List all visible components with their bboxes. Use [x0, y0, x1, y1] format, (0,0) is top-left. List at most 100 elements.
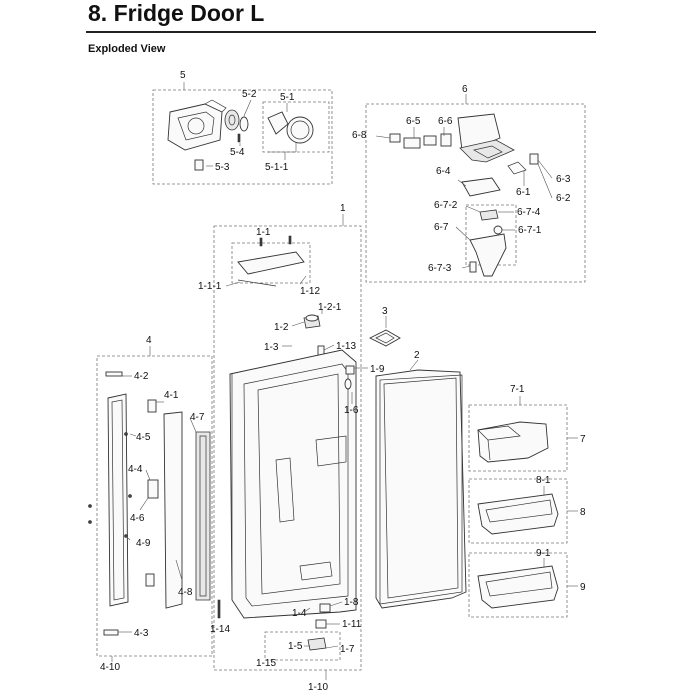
label-1-13: 1-13 [336, 341, 356, 352]
label-6-2: 6-2 [556, 193, 571, 204]
label-1-7: 1-7 [340, 644, 355, 655]
label-1-5: 1-5 [288, 641, 303, 652]
label-2: 2 [414, 350, 420, 361]
label-4-5: 4-5 [136, 432, 151, 443]
door-gasket-part [375, 369, 467, 609]
assembly-6 [365, 94, 586, 283]
plate-6-5-part [403, 137, 421, 149]
handle-strip-part [195, 431, 211, 601]
assembly-9-box [468, 552, 568, 618]
label-4-8: 4-8 [178, 587, 193, 598]
handle-part [163, 411, 183, 609]
assembly-5-box [152, 89, 333, 185]
label-4-7: 4-7 [190, 412, 205, 423]
assembly-4 [88, 346, 213, 662]
label-6: 6 [462, 84, 468, 95]
assembly-5 [152, 82, 333, 185]
assembly-1-1-box [231, 242, 311, 284]
top-bracket-part [237, 251, 305, 275]
hinge-bottom-part [307, 637, 327, 651]
page-title: 8. Fridge Door L [88, 0, 265, 26]
label-4-10: 4-10 [100, 662, 120, 673]
label-5-4: 5-4 [230, 147, 245, 158]
assembly-5-1-box [262, 101, 330, 153]
assembly-6-box [365, 103, 586, 283]
assembly-1-box [213, 225, 362, 671]
label-1-15: 1-15 [256, 658, 276, 669]
label-6-7-2: 6-7-2 [434, 200, 458, 211]
plate-6-6-part [423, 135, 437, 146]
title-rule [86, 31, 596, 33]
label-9-1: 9-1 [536, 548, 551, 559]
label-7: 7 [580, 434, 586, 445]
switch-part [440, 133, 452, 147]
label-5: 5 [180, 70, 186, 81]
label-8: 8 [580, 507, 586, 518]
label-1-9: 1-9 [370, 364, 385, 375]
label-1-2-1: 1-2-1 [318, 302, 342, 313]
label-6-6: 6-6 [438, 116, 453, 127]
label-6-8: 6-8 [352, 130, 367, 141]
clip-part [194, 159, 204, 171]
label-1-6: 1-6 [344, 405, 359, 416]
label-1-11: 1-11 [342, 619, 362, 630]
label-4-9: 4-9 [136, 538, 151, 549]
assembly-9 [468, 552, 578, 618]
callout-labels: 5 5-2 5-1 5-4 5-3 5-1-1 6 6-8 6-5 6-6 6-… [100, 70, 586, 693]
label-8-1: 8-1 [536, 475, 551, 486]
plate-6-8-part [389, 133, 401, 143]
label-1-10: 1-10 [308, 682, 328, 693]
bin-7-part [477, 421, 549, 463]
door-frame-part [229, 349, 357, 619]
label-1-14: 1-14 [210, 624, 230, 635]
handle-cap-part [107, 393, 129, 607]
hinge-4-4-part [147, 479, 159, 499]
label-6-7-4: 6-7-4 [517, 207, 541, 218]
assembly-4-box [96, 355, 213, 657]
label-4-2: 4-2 [134, 371, 149, 382]
dispenser-base-part [459, 139, 515, 163]
label-1-2: 1-2 [274, 322, 289, 333]
label-4-4: 4-4 [128, 464, 143, 475]
label-3: 3 [382, 306, 388, 317]
label-6-7: 6-7 [434, 222, 449, 233]
motor-part [267, 111, 289, 135]
connector-part [345, 365, 355, 375]
chute-part [461, 177, 501, 197]
dispenser-housing-part [167, 103, 223, 151]
bin-8-part [477, 493, 559, 535]
label-5-1-1: 5-1-1 [265, 162, 289, 173]
label-1-4: 1-4 [292, 608, 307, 619]
assembly-1-5-box [264, 631, 341, 661]
label-4: 4 [146, 335, 152, 346]
label-7-1: 7-1 [510, 384, 525, 395]
label-5-3: 5-3 [215, 162, 230, 173]
section-subtitle: Exploded View [88, 43, 166, 55]
label-4-3: 4-3 [134, 628, 149, 639]
funnel-part [469, 233, 507, 277]
label-1-1: 1-1 [256, 227, 271, 238]
part-3 [368, 316, 401, 347]
label-6-3: 6-3 [556, 174, 571, 185]
assembly-7 [468, 396, 578, 472]
gear-part [224, 109, 240, 131]
label-9: 9 [580, 582, 586, 593]
assembly-8 [468, 478, 578, 544]
assembly-1 [213, 214, 368, 680]
label-4-6: 4-6 [130, 513, 145, 524]
label-6-1: 6-1 [516, 187, 531, 198]
part-2 [375, 359, 467, 609]
label-1-3: 1-3 [264, 342, 279, 353]
label-5-1: 5-1 [280, 92, 295, 103]
label-6-5: 6-5 [406, 116, 421, 127]
label-1-1-1: 1-1-1 [198, 281, 222, 292]
label-1-12: 1-12 [300, 286, 320, 297]
bin-9-part [477, 565, 559, 609]
label-5-2: 5-2 [242, 89, 257, 100]
gasket-ring-part [368, 329, 401, 347]
lever-part [529, 153, 539, 165]
label-6-4: 6-4 [436, 166, 451, 177]
label-6-7-1: 6-7-1 [518, 225, 542, 236]
label-4-1: 4-1 [164, 390, 179, 401]
